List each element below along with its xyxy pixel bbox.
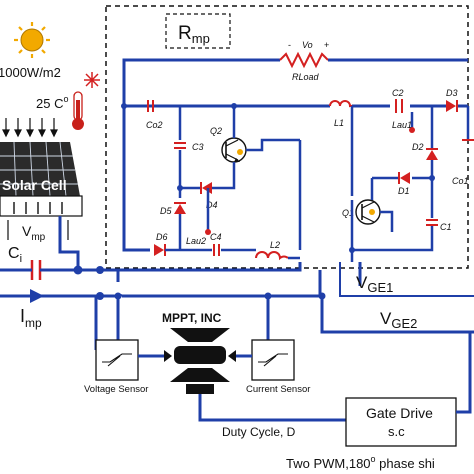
voltage-sensor-box xyxy=(95,339,139,381)
c1-capacitor xyxy=(426,219,438,226)
vo-plus: + xyxy=(324,40,329,50)
l1-label: L1 xyxy=(334,118,344,128)
vge2-wire xyxy=(320,296,474,334)
lau2-node xyxy=(205,229,211,235)
junction-dot xyxy=(96,266,104,274)
d6-label: D6 xyxy=(156,232,168,242)
rload-label: RLoad xyxy=(292,72,320,82)
c1-bottom-wire xyxy=(352,226,434,252)
co2-capacitor xyxy=(147,100,154,112)
junction-dot xyxy=(264,292,272,300)
gate-drive-label: Gate Drive xyxy=(366,405,433,421)
vs-arrow-icon xyxy=(164,350,172,362)
d5-diode xyxy=(174,202,186,214)
irradiance-label: 1000W/m2 xyxy=(0,65,61,80)
junction-dot xyxy=(121,103,127,109)
gate-drive-out-wire xyxy=(456,332,472,414)
d1-diode xyxy=(398,172,410,184)
lau2-label: Lau2 xyxy=(186,236,206,246)
d4-diode xyxy=(200,182,212,194)
sun-icon xyxy=(14,22,50,58)
c4-capacitor xyxy=(213,244,220,256)
d2-label: D2 xyxy=(412,142,424,152)
cs-arrow-icon xyxy=(228,350,236,362)
rmp-label: Rmp xyxy=(178,23,210,46)
d6-diode xyxy=(154,244,166,256)
q2-source-wire xyxy=(222,162,236,190)
l2-label: L2 xyxy=(270,240,280,250)
junction-dot xyxy=(429,175,435,181)
d3-diode xyxy=(446,100,458,112)
vge2-label: VGE2 xyxy=(380,309,417,331)
voltage-sensor-label: Voltage Sensor xyxy=(84,384,148,395)
d4-label: D4 xyxy=(206,200,218,210)
q1-label: Q1 xyxy=(342,208,354,218)
junction-dot xyxy=(231,103,237,109)
current-sensor-box xyxy=(251,339,295,381)
c1-label: C1 xyxy=(440,222,452,232)
vge1-wire xyxy=(339,262,474,297)
q1-side-wire xyxy=(380,210,394,232)
duty-cycle-wire xyxy=(198,394,346,422)
d2-bottom-wire xyxy=(412,160,434,180)
panel-lead-right xyxy=(58,216,80,270)
c3-label: C3 xyxy=(192,142,204,152)
rmp-dashed-box xyxy=(165,13,231,49)
solar-panel-icon xyxy=(0,141,83,217)
co1-label: Co1 xyxy=(452,176,469,186)
mppt-label: MPPT, INC xyxy=(162,311,222,325)
input-wire-top xyxy=(46,262,302,272)
solar-cell-label: Solar Cell xyxy=(2,177,67,193)
junction-dot xyxy=(96,292,104,300)
down-arrows-icon xyxy=(2,118,58,138)
l2-inductor xyxy=(255,251,289,261)
temperature-label: 25 Co xyxy=(36,94,68,111)
vge1-label: VGE1 xyxy=(356,273,393,295)
top-left-wire xyxy=(122,58,280,106)
lau1-node xyxy=(409,127,415,133)
gate-drive-box xyxy=(345,397,457,447)
thermometer-icon xyxy=(72,72,100,130)
junction-dot xyxy=(318,292,326,300)
l1-inductor xyxy=(329,100,353,108)
current-sensor-label: Current Sensor xyxy=(246,384,310,395)
vo-label: Vo xyxy=(302,40,313,50)
co2-label: Co2 xyxy=(146,120,163,130)
bottom-caption: Two PWM,180o phase shi xyxy=(286,454,435,471)
junction-dot xyxy=(177,185,183,191)
mppt-block-icon xyxy=(170,328,230,394)
imp-label: Imp xyxy=(20,306,42,330)
q2-gate-wire xyxy=(246,138,300,152)
d3-label: D3 xyxy=(446,88,458,98)
junction-dot xyxy=(114,292,122,300)
gate-drive-sublabel: s.c xyxy=(388,424,405,439)
c2-label: C2 xyxy=(392,88,404,98)
left-vertical-wire xyxy=(122,106,150,252)
voltage-sensor-icon xyxy=(102,353,132,367)
lau1-label: Lau1 xyxy=(392,120,412,130)
vmp-label: Vmp xyxy=(22,223,46,243)
c2-capacitor xyxy=(395,99,403,113)
input-return-wire xyxy=(122,270,322,298)
ci-label: Ci xyxy=(8,245,22,265)
d5-label: D5 xyxy=(160,206,172,216)
imp-arrow-icon xyxy=(30,289,44,303)
q2-label: Q2 xyxy=(210,126,222,136)
rload-resistor xyxy=(279,51,329,69)
d1-label: D1 xyxy=(398,186,410,196)
converter-dashed-boundary xyxy=(105,5,469,269)
current-sensor-icon xyxy=(258,353,288,367)
c3-capacitor xyxy=(174,142,186,149)
d2-diode xyxy=(426,148,438,160)
q2-transistor xyxy=(221,137,247,163)
junction-dot xyxy=(73,265,83,275)
vo-minus: - xyxy=(288,40,291,50)
junction-dot xyxy=(349,247,355,253)
duty-cycle-label: Duty Cycle, D xyxy=(222,425,296,439)
ci-capacitor xyxy=(30,260,46,280)
c4-label: C4 xyxy=(210,232,222,242)
q1-transistor xyxy=(355,199,381,225)
